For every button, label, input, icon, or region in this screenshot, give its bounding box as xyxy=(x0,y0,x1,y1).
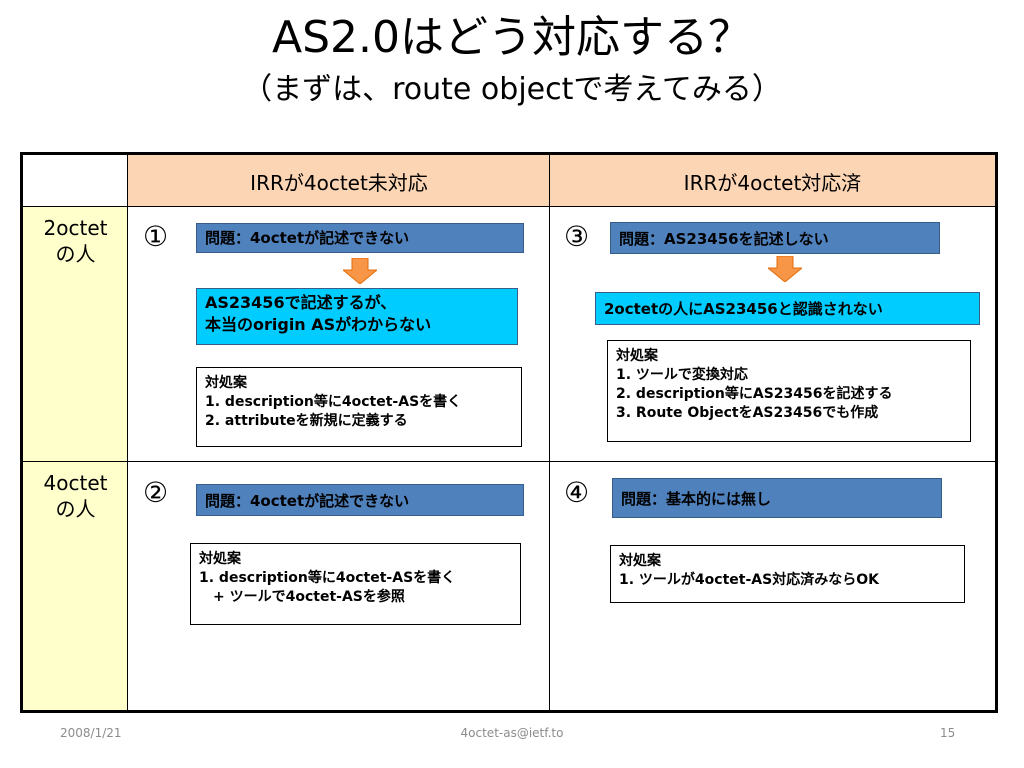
row-header-2octet: 2octet の人 xyxy=(23,207,128,462)
solution-line: 対処案 xyxy=(619,553,661,569)
result-box-1: AS23456で記述するが、 本当のorigin ASがわからない xyxy=(196,288,518,345)
result-box-3: 2octetの人にAS23456と認識されない xyxy=(595,292,980,325)
cell-number-3: ③ xyxy=(564,220,590,253)
solution-box-2: 対処案 1. description等に4octet-ASを書く + ツールで4… xyxy=(190,543,521,625)
result-line: 2octetの人にAS23456と認識されない xyxy=(604,300,883,318)
cell-number-1: ① xyxy=(143,220,169,253)
footer-date: 2008/1/21 xyxy=(60,726,122,740)
footer-email: 4octet-as@ietf.to xyxy=(460,726,564,740)
grid-line xyxy=(127,155,128,710)
solution-line: 1. description等に4octet-ASを書く xyxy=(205,394,462,410)
solution-line: 対処案 xyxy=(199,551,241,567)
solution-line: 1. description等に4octet-ASを書く xyxy=(199,570,456,586)
problem-box-1: 問題：4octetが記述できない xyxy=(196,223,524,253)
slide-title: AS2.0はどう対応する？ xyxy=(271,12,752,63)
solution-line: 2. attributeを新規に定義する xyxy=(205,413,408,429)
down-arrow-icon xyxy=(768,256,802,282)
footer-page-number: 15 xyxy=(940,726,956,740)
grid-line xyxy=(549,155,550,710)
solution-box-3: 対処案 1. ツールで変換対応 2. description等にAS23456を… xyxy=(607,340,971,442)
solution-line: 1. ツールで変換対応 xyxy=(616,367,748,383)
solution-line: + ツールで4octet-ASを参照 xyxy=(199,589,405,605)
col-header-supported: IRRが4octet対応済 xyxy=(550,155,995,207)
result-line: 本当のorigin ASがわからない xyxy=(205,315,432,334)
col-header-unsupported: IRRが4octet未対応 xyxy=(128,155,550,207)
problem-box-2: 問題：4octetが記述できない xyxy=(196,484,524,516)
problem-box-3: 問題：AS23456を記述しない xyxy=(610,222,940,254)
solution-box-4: 対処案 1. ツールが4octet-AS対応済みならOK xyxy=(610,545,965,603)
solution-line: 対処案 xyxy=(616,348,658,364)
solution-box-1: 対処案 1. description等に4octet-ASを書く 2. attr… xyxy=(196,367,522,447)
row-header-2octet-line1: 2octet xyxy=(43,216,108,240)
comparison-table: IRRが4octet未対応 IRRが4octet対応済 2octet の人 4o… xyxy=(20,152,998,713)
corner-cell xyxy=(23,155,128,207)
cell-number-4: ④ xyxy=(564,476,590,509)
row-header-4octet-line2: の人 xyxy=(55,497,96,521)
cell-number-2: ② xyxy=(143,476,169,509)
down-arrow-icon xyxy=(343,258,377,284)
row-header-4octet-line1: 4octet xyxy=(43,471,108,495)
slide-subtitle: （まずは、route objectで考えてみる） xyxy=(242,72,782,107)
row-header-2octet-line2: の人 xyxy=(55,242,96,266)
row-header-4octet: 4octet の人 xyxy=(23,462,128,710)
solution-line: 1. ツールが4octet-AS対応済みならOK xyxy=(619,572,879,588)
solution-line: 対処案 xyxy=(205,375,247,391)
grid-line xyxy=(23,461,995,462)
grid-line xyxy=(23,206,995,207)
result-line: AS23456で記述するが、 xyxy=(205,293,397,312)
solution-line: 3. Route ObjectをAS23456でも作成 xyxy=(616,405,879,421)
problem-box-4: 問題：基本的には無し xyxy=(612,478,942,518)
solution-line: 2. description等にAS23456を記述する xyxy=(616,386,893,402)
